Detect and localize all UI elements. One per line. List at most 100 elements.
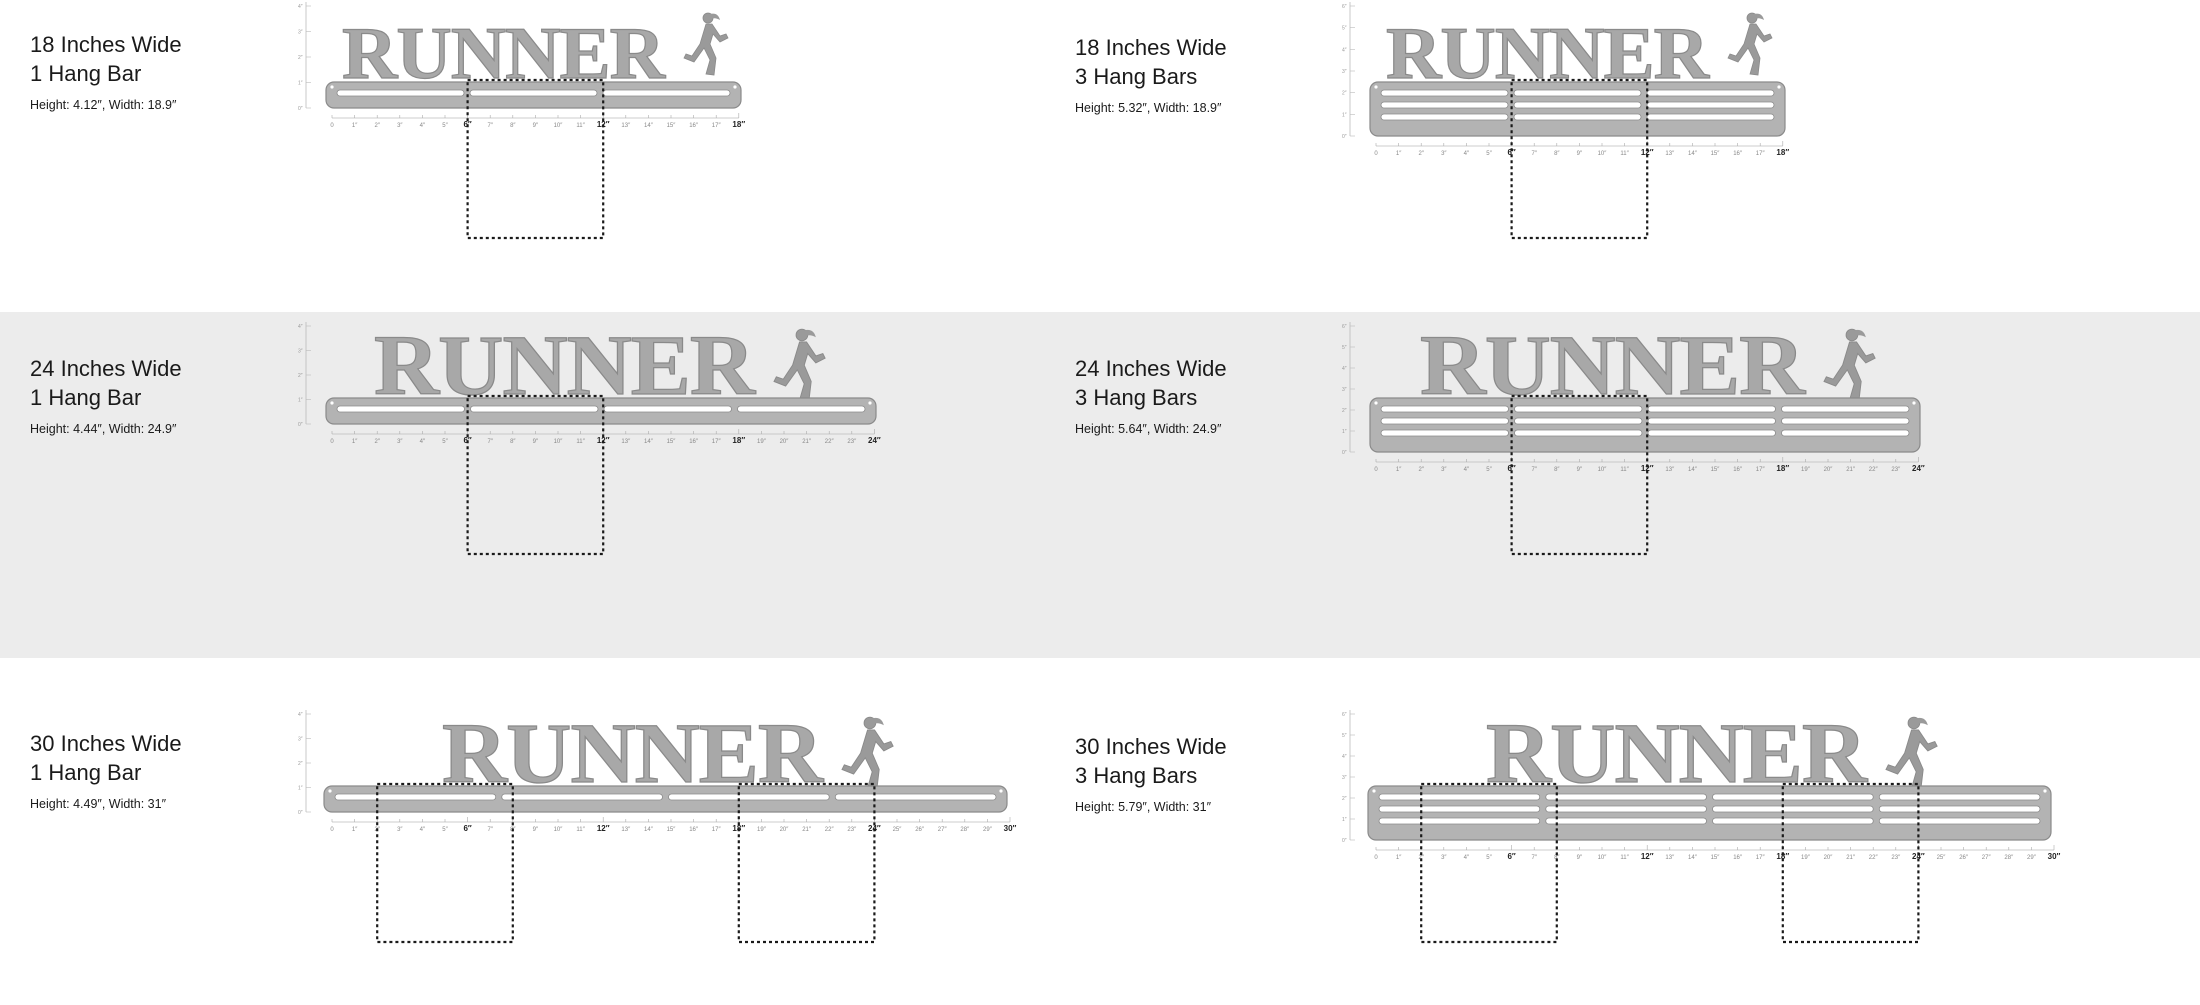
ruler-label: 20″ [1824, 467, 1834, 473]
rack-dimensions: Height: 4.44″, Width: 24.9″ [30, 422, 177, 436]
hang-bar-slot [1781, 429, 1910, 437]
ruler-label: 10″ [1598, 151, 1608, 157]
rack-bars-title: 1 Hang Bar [30, 760, 142, 785]
vertical-ruler: 0″1″2″3″4″ [298, 2, 311, 112]
ruler-label: 7″ [487, 439, 493, 445]
mount-hole [1374, 85, 1378, 89]
vertical-ruler-label: 1″ [1342, 817, 1347, 823]
ruler-label: 11″ [576, 123, 585, 129]
mount-hole [1372, 789, 1376, 793]
ruler-label: 7″ [487, 123, 493, 129]
ruler-label: 0 [330, 439, 334, 445]
mount-hole [999, 789, 1003, 793]
vertical-ruler-label: 3″ [298, 30, 303, 36]
ruler-major-label: 24″ [1912, 852, 1925, 861]
hang-bar-slot [336, 405, 465, 413]
ruler-label: 17″ [712, 827, 722, 833]
ruler-label: 23″ [1891, 855, 1901, 861]
ruler-label: 1″ [1396, 467, 1402, 473]
hang-bar-slot [470, 405, 599, 413]
runner-ponytail [872, 717, 884, 726]
hang-bar-slot [1380, 417, 1509, 425]
ruler-label: 1″ [352, 827, 358, 833]
ruler-label: 26″ [915, 827, 925, 833]
ruler-label: 19″ [757, 827, 767, 833]
ruler-label: 15″ [1711, 467, 1721, 473]
ruler-label: 16″ [1733, 855, 1743, 861]
ruler-label: 20″ [1824, 855, 1834, 861]
ruler-label: 26″ [1959, 855, 1969, 861]
medal-area-dotted-box [466, 394, 605, 556]
ruler-label: 8″ [510, 439, 516, 445]
ruler-label: 1″ [352, 439, 358, 445]
ruler-label: 11″ [1620, 855, 1629, 861]
rack-dimensions: Height: 4.49″, Width: 31″ [30, 797, 167, 811]
vertical-ruler: 0″1″2″3″4″5″6″ [1342, 322, 1355, 456]
vertical-ruler-label: 3″ [298, 737, 303, 743]
ruler-label: 11″ [1620, 151, 1629, 157]
mount-hole [330, 401, 334, 405]
hang-bar-slot [1380, 89, 1509, 97]
ruler-label: 5″ [1486, 151, 1492, 157]
ruler-major-label: 12″ [597, 824, 610, 833]
ruler-label: 10″ [554, 439, 564, 445]
rack-label-18-3: 18 Inches Wide 3 Hang Bars Height: 5.32″… [1075, 33, 1227, 115]
hang-bar-slot [1514, 417, 1643, 425]
vertical-ruler-label: 2″ [1342, 796, 1347, 802]
rack-label-24-3: 24 Inches Wide 3 Hang Bars Height: 5.64″… [1075, 354, 1227, 436]
rack-bars-title: 3 Hang Bars [1075, 64, 1198, 89]
hang-bar-slot [1514, 429, 1643, 437]
vertical-ruler: 0″1″2″3″4″5″6″ [1342, 710, 1355, 844]
ruler-label: 14″ [1688, 151, 1698, 157]
runner-ponytail [804, 329, 816, 338]
ruler-major-label: 12″ [1641, 852, 1654, 861]
vertical-ruler-label: 6″ [1342, 324, 1347, 330]
hang-bar-slot [1380, 429, 1509, 437]
rack-bars-title: 1 Hang Bar [30, 61, 142, 86]
ruler-label: 8″ [1554, 855, 1560, 861]
ruler-label: 15″ [1711, 855, 1721, 861]
mount-hole [328, 789, 332, 793]
ruler-label: 5″ [442, 827, 448, 833]
ruler-label: 22″ [1869, 467, 1879, 473]
medal-area-dotted-box [1510, 394, 1649, 556]
medal-area-dotted-box [466, 78, 605, 240]
runner-body [1885, 729, 1938, 790]
ruler-label: 16″ [689, 123, 699, 129]
runner-silhouette-icon [1823, 328, 1876, 402]
ruler-label: 3″ [397, 439, 403, 445]
ruler-label: 9″ [1577, 855, 1583, 861]
rack-label-30-1: 30 Inches Wide 1 Hang Bar Height: 4.49″,… [30, 729, 182, 811]
ruler-label: 1″ [1396, 151, 1402, 157]
ruler-label: 17″ [1756, 467, 1766, 473]
rack-dimensions: Height: 4.12″, Width: 18.9″ [30, 98, 177, 112]
hang-bar-slot [1545, 817, 1707, 825]
ruler-label: 20″ [780, 439, 790, 445]
vertical-ruler-label: 2″ [298, 55, 303, 61]
hang-bar-slot [1513, 113, 1642, 121]
hang-plate [323, 785, 1008, 813]
vertical-ruler: 0″1″2″3″4″ [298, 322, 311, 428]
mount-hole [1912, 401, 1916, 405]
ruler-label: 2″ [1418, 467, 1424, 473]
ruler-label: 14″ [644, 439, 654, 445]
rack-dimensions: Height: 5.64″, Width: 24.9″ [1075, 422, 1222, 436]
ruler-label: 5″ [442, 439, 448, 445]
ruler-label: 10″ [1598, 855, 1608, 861]
ruler-label: 22″ [825, 827, 835, 833]
ruler-label: 16″ [1733, 467, 1743, 473]
vertical-ruler: 0″1″2″3″4″5″6″ [1342, 2, 1355, 140]
hang-bar-slot [668, 793, 830, 801]
mount-hole [1374, 401, 1378, 405]
ruler-major-label: 30″ [1004, 824, 1017, 833]
hang-bar-slot [1513, 101, 1642, 109]
runner-word: RUNNER [374, 317, 756, 413]
vertical-ruler-label: 4″ [1342, 47, 1347, 53]
ruler-label: 9″ [533, 827, 539, 833]
ruler-label: 28″ [960, 827, 970, 833]
ruler-label: 17″ [712, 123, 722, 129]
runner-silhouette-icon [773, 328, 826, 402]
vertical-ruler-label: 3″ [1342, 69, 1347, 75]
